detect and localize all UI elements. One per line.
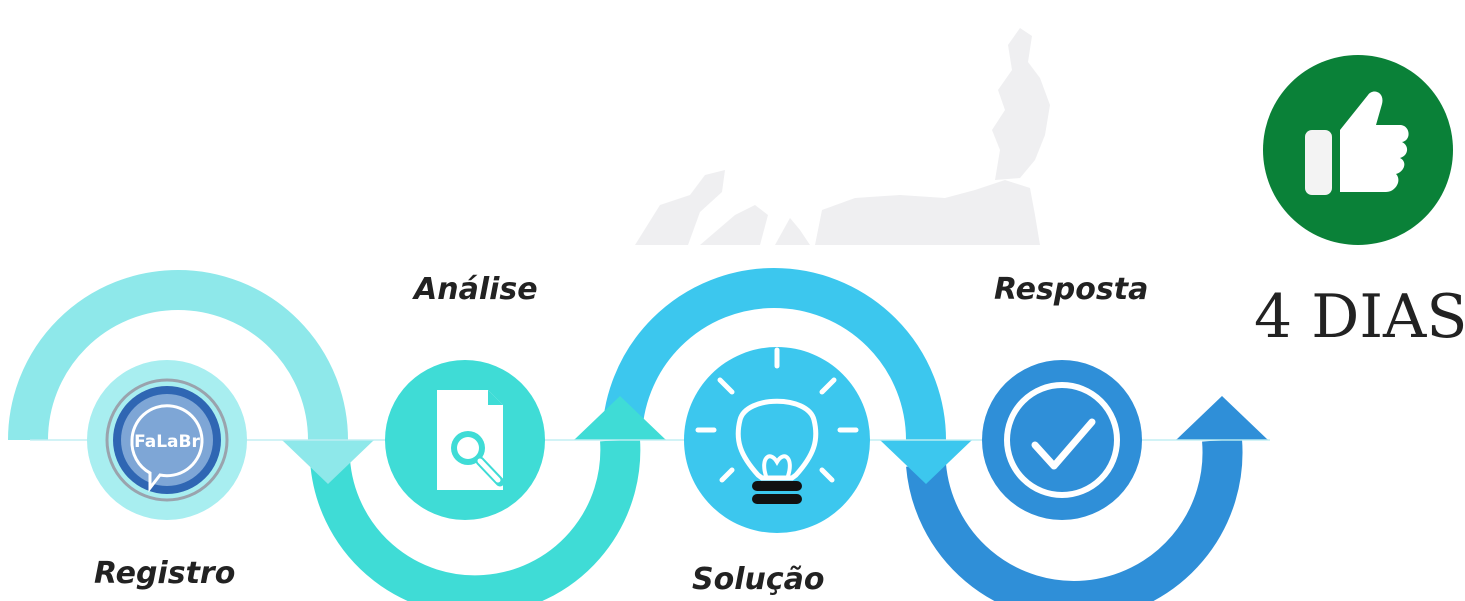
lightbulb-base-icon (752, 481, 802, 504)
step-registro-circle: FaLaBr (87, 360, 247, 520)
falabr-logo-icon: FaLaBr (130, 404, 204, 493)
duration-text: 4 DIAS (1254, 282, 1465, 352)
thumbs-up-icon (1305, 91, 1409, 195)
step-resposta-circle (982, 360, 1142, 520)
map-silhouette (635, 28, 1050, 245)
arrowhead-solucao (880, 440, 972, 484)
step-analise-circle (385, 360, 545, 520)
thumbs-up-badge (1263, 55, 1453, 245)
step-label-registro: Registro (94, 556, 236, 591)
arrowhead-resposta (1176, 396, 1268, 440)
falabr-logo-text: FaLaBr (134, 432, 200, 452)
checkmark-circle-icon (1004, 382, 1120, 498)
step-label-analise: Análise (414, 272, 538, 307)
document-search-icon (437, 390, 505, 490)
step-label-resposta: Resposta (994, 272, 1149, 307)
step-solucao-circle (684, 347, 870, 533)
arc-solucao (602, 268, 946, 441)
lightbulb-icon (695, 347, 859, 483)
step-label-solucao: Solução (692, 562, 825, 597)
arc-registro (8, 270, 348, 441)
arrowhead-registro (282, 440, 374, 484)
arrowhead-analise (574, 396, 666, 440)
arc-analise (310, 438, 641, 601)
